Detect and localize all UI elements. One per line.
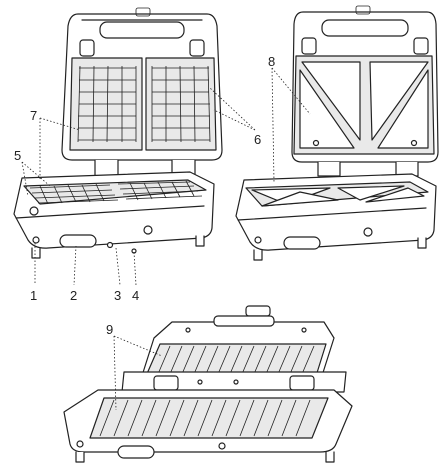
waffle-maker-open — [13, 7, 223, 259]
callout-8: 8 — [268, 54, 275, 69]
callout-4: 4 — [132, 288, 139, 303]
callout-1: 1 — [30, 288, 37, 303]
sandwich-maker-open — [235, 5, 439, 261]
callout-2: 2 — [70, 288, 77, 303]
callout-9: 9 — [106, 322, 113, 337]
callout-6: 6 — [254, 132, 261, 147]
callout-7: 7 — [30, 108, 37, 123]
callout-3: 3 — [114, 288, 121, 303]
upper-grill-ribs — [157, 345, 315, 375]
callout-leaders — [21, 67, 311, 411]
lower-waffle-grid — [29, 180, 203, 205]
upper-waffle-grid — [77, 65, 211, 143]
lower-grill-ribs — [99, 399, 311, 437]
callout-5: 5 — [14, 148, 21, 163]
grill-open — [63, 305, 353, 463]
